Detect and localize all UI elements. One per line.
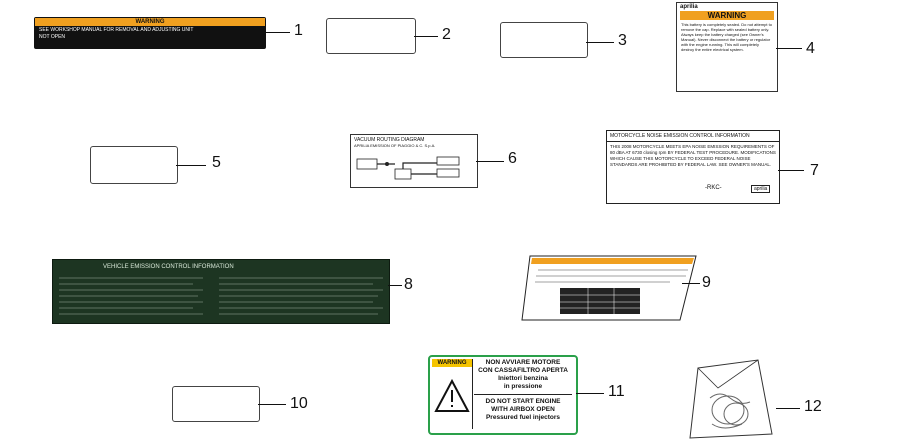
label-1-warning-band: WARNING (35, 18, 265, 26)
label-8-text-lines (59, 277, 383, 315)
callout-number-12: 12 (804, 398, 822, 415)
leader-line-12 (776, 408, 800, 409)
label-6: VACUUM ROUTING DIAGRAM APRILIA EMISSION … (350, 134, 478, 188)
callout-number-9: 9 (702, 274, 711, 291)
leader-line-11 (576, 393, 604, 394)
leader-line-5 (176, 165, 206, 166)
label-11: WARNING NON AVVIARE MOTORE CON CASSAFILT… (428, 355, 578, 435)
label-11-it-line: Iniettori benzina (498, 375, 548, 382)
callout-number-10: 10 (290, 395, 308, 412)
callout-number-7: 7 (810, 162, 819, 179)
label-11-it-line: CON CASSAFILTRO APERTA (478, 367, 568, 374)
leader-line-3 (586, 42, 614, 43)
leader-line-2 (414, 36, 438, 37)
leader-line-9 (682, 283, 700, 284)
label-4-brand: aprilia (680, 4, 698, 10)
callout-number-4: 4 (806, 40, 815, 57)
label-1-text-line: NOT OPEN (39, 34, 66, 40)
callout-number-2: 2 (442, 26, 451, 43)
label-1: WARNING SEE WORKSHOP MANUAL FOR REMOVAL … (34, 17, 266, 49)
leader-line-6 (476, 161, 504, 162)
label-11-en-line: WITH AIRBOX OPEN (491, 406, 555, 413)
label-8-title: VEHICLE EMISSION CONTROL INFORMATION (103, 264, 234, 270)
label-4-header: WARNING (680, 11, 774, 20)
label-11-en-line: Pressured fuel injectors (485, 414, 561, 421)
vacuum-diagram-graphic (356, 156, 460, 180)
callout-number-8: 8 (404, 276, 413, 293)
label-2 (326, 18, 416, 54)
callout-number-1: 1 (294, 22, 303, 39)
label-10 (172, 386, 260, 422)
callout-number-3: 3 (618, 32, 627, 49)
warning-triangle-icon (434, 378, 470, 412)
callout-number-11: 11 (608, 383, 625, 400)
label-3 (500, 22, 588, 58)
leader-line-8 (388, 285, 402, 286)
label-11-header: WARNING (432, 359, 472, 367)
leader-line-7 (778, 170, 804, 171)
label-6-title: VACUUM ROUTING DIAGRAM (354, 137, 425, 143)
label-6-subtitle: APRILIA EMISSION OF PIAGGIO & C. S.p.A. (354, 143, 436, 148)
label-11-it-line: in pressione (503, 383, 543, 390)
label-5 (90, 146, 178, 184)
leader-line-4 (776, 48, 802, 49)
label-4-body: This battery is completely sealed. Do no… (681, 22, 772, 52)
label-7: MOTORCYCLE NOISE EMISSION CONTROL INFORM… (606, 130, 780, 204)
label-1-text-line: SEE WORKSHOP MANUAL FOR REMOVAL AND ADJU… (39, 27, 194, 33)
leader-line-10 (258, 404, 286, 405)
label-7-code: -RKC- (705, 185, 722, 191)
label-11-en-line: DO NOT START ENGINE (485, 398, 561, 405)
label-7-title: MOTORCYCLE NOISE EMISSION CONTROL INFORM… (607, 131, 779, 142)
label-8: VEHICLE EMISSION CONTROL INFORMATION (52, 259, 390, 324)
callout-number-6: 6 (508, 150, 517, 167)
label-4: aprilia WARNING This battery is complete… (676, 2, 778, 92)
label-9 (521, 255, 697, 321)
divider (474, 394, 572, 395)
label-11-it-line: NON AVVIARE MOTORE (485, 359, 561, 366)
leader-line-1 (266, 32, 290, 33)
label-7-body: THIS 2008 MOTORCYCLE MEETS EPA NOISE EMI… (610, 144, 776, 167)
label-7-brand: aprilia (751, 185, 771, 193)
decal-pack-icon (689, 359, 773, 439)
callout-number-5: 5 (212, 154, 221, 171)
